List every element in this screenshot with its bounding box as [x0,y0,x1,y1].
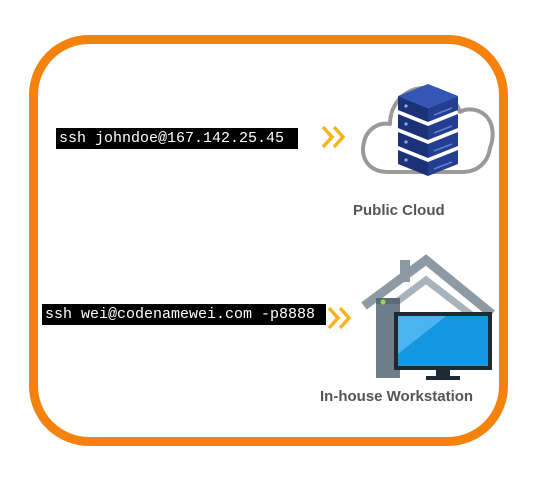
cloud-server-icon [361,84,495,176]
double-chevron-right-icon [327,306,352,330]
ssh-command-public-cloud: ssh johndoe@167.142.25.45 [56,128,298,149]
public-cloud-label: Public Cloud [353,202,445,219]
house-workstation-icon [361,254,495,380]
container-frame [29,35,508,446]
in-house-workstation-label: In-house Workstation [320,388,474,405]
ssh-command-workstation: ssh wei@codenamewei.com -p8888 [42,304,326,325]
double-chevron-right-icon [321,125,346,149]
